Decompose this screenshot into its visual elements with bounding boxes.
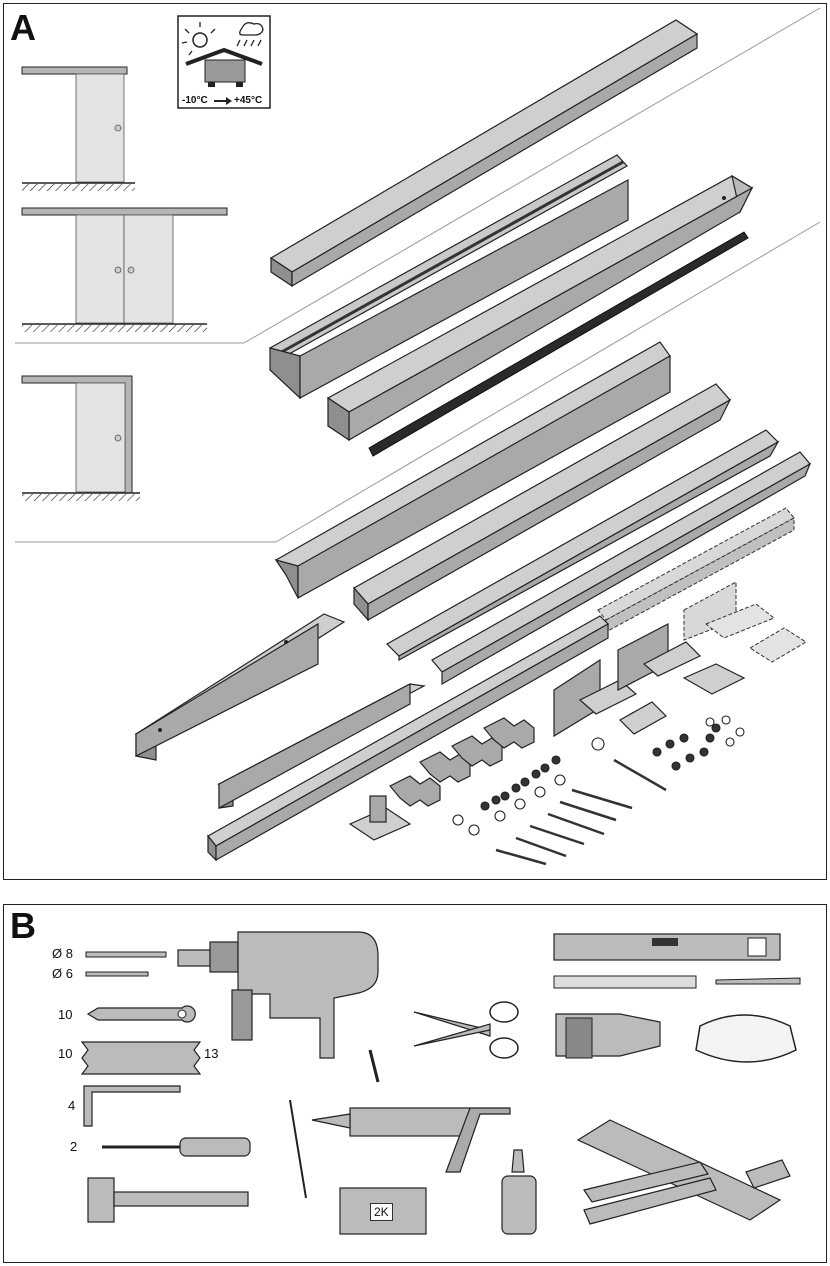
drill-bit-6-icon xyxy=(85,971,149,977)
glue-bottle-icon xyxy=(501,1149,537,1235)
wrench-icon xyxy=(86,1005,196,1023)
spirit-level-icon xyxy=(553,933,781,961)
floor-guide xyxy=(348,795,412,841)
pencil-icon xyxy=(715,977,801,985)
rail-fascia xyxy=(274,341,671,600)
temp-max-label: +45°C xyxy=(234,95,263,106)
rail-profile-thin xyxy=(431,451,812,686)
scissors-icon xyxy=(413,1001,519,1059)
wall-brackets xyxy=(553,581,807,738)
door-config-double-wall xyxy=(21,207,228,332)
temp-min-label: -10°C xyxy=(182,95,208,106)
spanner-left-label: 10 xyxy=(58,1046,73,1061)
drill-bit-8-label: Ø 8 xyxy=(52,946,73,961)
wrench-size-label: 10 xyxy=(58,1007,73,1022)
rubber-seal-strip xyxy=(368,231,749,457)
rail-profile-narrow-2 xyxy=(386,429,780,662)
flat-spanner-icon xyxy=(80,1041,202,1075)
drill-bit-8-icon xyxy=(85,951,167,958)
shims-icon xyxy=(745,1159,791,1189)
rail-optional-dashed xyxy=(597,507,795,633)
rail-beam-top xyxy=(269,19,699,288)
roller-carriages xyxy=(389,717,535,807)
adhesive-2k-label: 2K xyxy=(370,1203,393,1221)
spanner-right-label: 13 xyxy=(204,1046,219,1061)
hammer-icon xyxy=(87,1177,249,1223)
screwdriver-icon xyxy=(102,1137,251,1157)
section-a-label: A xyxy=(10,7,36,48)
section-b-label: B xyxy=(10,905,36,946)
rail-cover-angled xyxy=(326,174,754,442)
rail-track-profile xyxy=(269,154,629,400)
wood-slats-icon xyxy=(576,1119,782,1225)
screwdriver-size-label: 2 xyxy=(70,1139,78,1154)
caulking-gun-icon xyxy=(311,1107,511,1173)
screws-set xyxy=(452,715,745,866)
wall-plate-long xyxy=(134,613,346,761)
gloves-icon xyxy=(555,1013,661,1059)
power-drill-icon xyxy=(177,931,380,1083)
rail-profile-narrow-1 xyxy=(353,383,732,622)
drill-bit-6-label: Ø 6 xyxy=(52,966,73,981)
allen-key-size-label: 4 xyxy=(68,1098,76,1113)
door-config-corner xyxy=(21,375,140,501)
climate-icon xyxy=(177,15,271,109)
safety-goggles-icon xyxy=(695,1014,797,1063)
cover-strip xyxy=(217,683,426,810)
ruler-icon xyxy=(553,975,697,989)
floor-guide-rail xyxy=(207,615,609,862)
allen-key-icon xyxy=(83,1085,181,1127)
door-config-single-wall xyxy=(21,66,135,191)
